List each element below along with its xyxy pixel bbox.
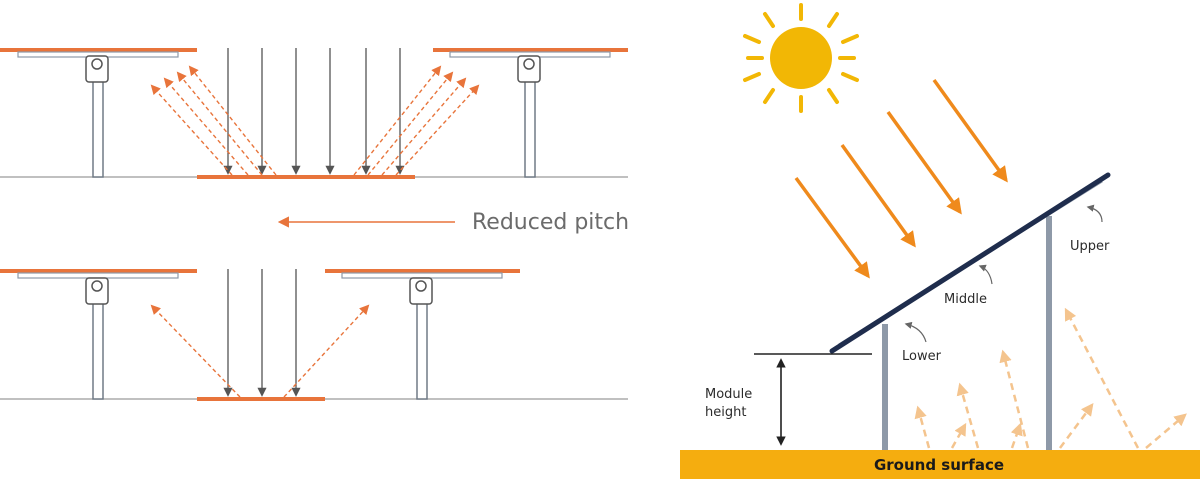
top-reflective-surface: [197, 175, 415, 179]
tracker-panel: [0, 269, 197, 273]
tracker-pole: [92, 291, 104, 400]
solar-module: [829, 172, 1111, 354]
bottom-row-diagram: [0, 269, 628, 401]
top-incident-rays: [223, 48, 405, 175]
bottom-reflected-rays: [150, 304, 370, 398]
module-height-label-line2: height: [705, 405, 746, 420]
tracker-hub: [523, 58, 535, 70]
middle-pointer: [978, 264, 993, 285]
ground-label: Ground surface: [874, 456, 1004, 474]
reflected-rays: [914, 307, 1187, 449]
right-diagram: Ground surface Module height Upper Middl…: [680, 3, 1200, 479]
tracker-panel: [0, 48, 197, 52]
top-right-tracker: [433, 48, 628, 178]
top-left-tracker: [0, 48, 197, 178]
middle-label: Middle: [944, 292, 987, 307]
tracker-panel: [433, 48, 628, 52]
tracker-pole: [416, 291, 428, 400]
bottom-right-tracker: [325, 269, 520, 400]
module-height-label-line1: Module: [705, 387, 752, 402]
lower-pointer: [904, 321, 927, 343]
upper-pointer: [1086, 204, 1103, 223]
top-reflected-rays-left: [150, 65, 277, 176]
top-reflected-rays-right: [353, 65, 480, 176]
reduced-pitch-indicator: Reduced pitch: [277, 210, 629, 235]
bottom-left-tracker: [0, 269, 197, 400]
top-row-diagram: [0, 48, 628, 179]
pitch-label: Reduced pitch: [472, 210, 629, 235]
sun-rays: [794, 78, 1008, 279]
sun-icon: [743, 3, 859, 113]
tracker-hub: [415, 280, 427, 292]
tracker-hub: [91, 58, 103, 70]
tracker-pole: [524, 69, 536, 178]
lower-label: Lower: [902, 349, 942, 364]
bottom-incident-rays: [223, 269, 301, 397]
tracker-pole: [92, 69, 104, 178]
upper-label: Upper: [1070, 239, 1110, 254]
ground-surface: [680, 450, 1200, 479]
bottom-reflective-surface: [197, 397, 325, 401]
tracker-hub: [91, 280, 103, 292]
tracker-panel: [325, 269, 520, 273]
